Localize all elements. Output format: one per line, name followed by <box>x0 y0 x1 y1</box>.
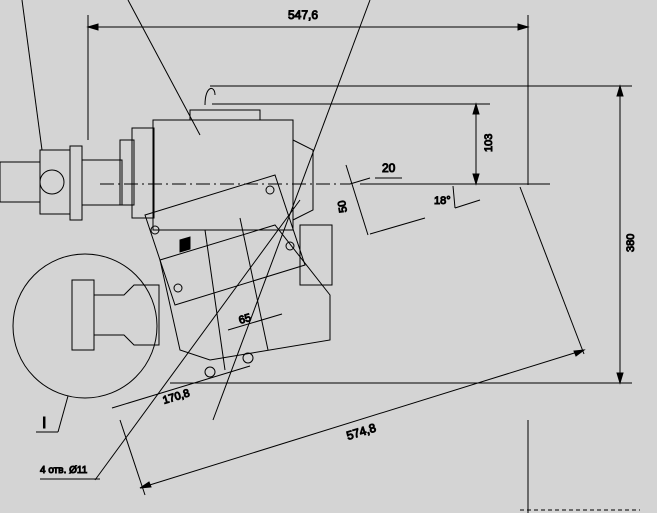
dim-103: 103 <box>483 134 495 152</box>
dim-18-deg: 18° <box>434 195 451 207</box>
detail-view-I: I <box>12 253 160 433</box>
dim-380: 380 <box>625 234 637 252</box>
dim-50: 50 <box>336 199 350 213</box>
dim-547-6: 547,6 <box>288 8 318 22</box>
leader-lines <box>21 0 371 481</box>
dim-574-8: 574,8 <box>345 421 378 443</box>
dimension-20-18: 20 18° 50 <box>336 161 481 236</box>
input-shaft-coupling <box>0 145 123 221</box>
hole-note-text: 4 отв. Ø11 <box>40 465 88 476</box>
dim-20: 20 <box>382 161 396 175</box>
dimension-574: 574,8 170,8 65 <box>111 186 586 513</box>
gearbox-body <box>100 87 350 378</box>
dimension-103-380: 103 380 <box>170 84 638 385</box>
dimension-547: 547,6 <box>86 8 530 185</box>
dim-65: 65 <box>237 312 252 327</box>
dim-170-8: 170,8 <box>161 387 191 407</box>
hole-note: 4 отв. Ø11 <box>40 465 100 480</box>
detail-label: I <box>42 415 46 432</box>
